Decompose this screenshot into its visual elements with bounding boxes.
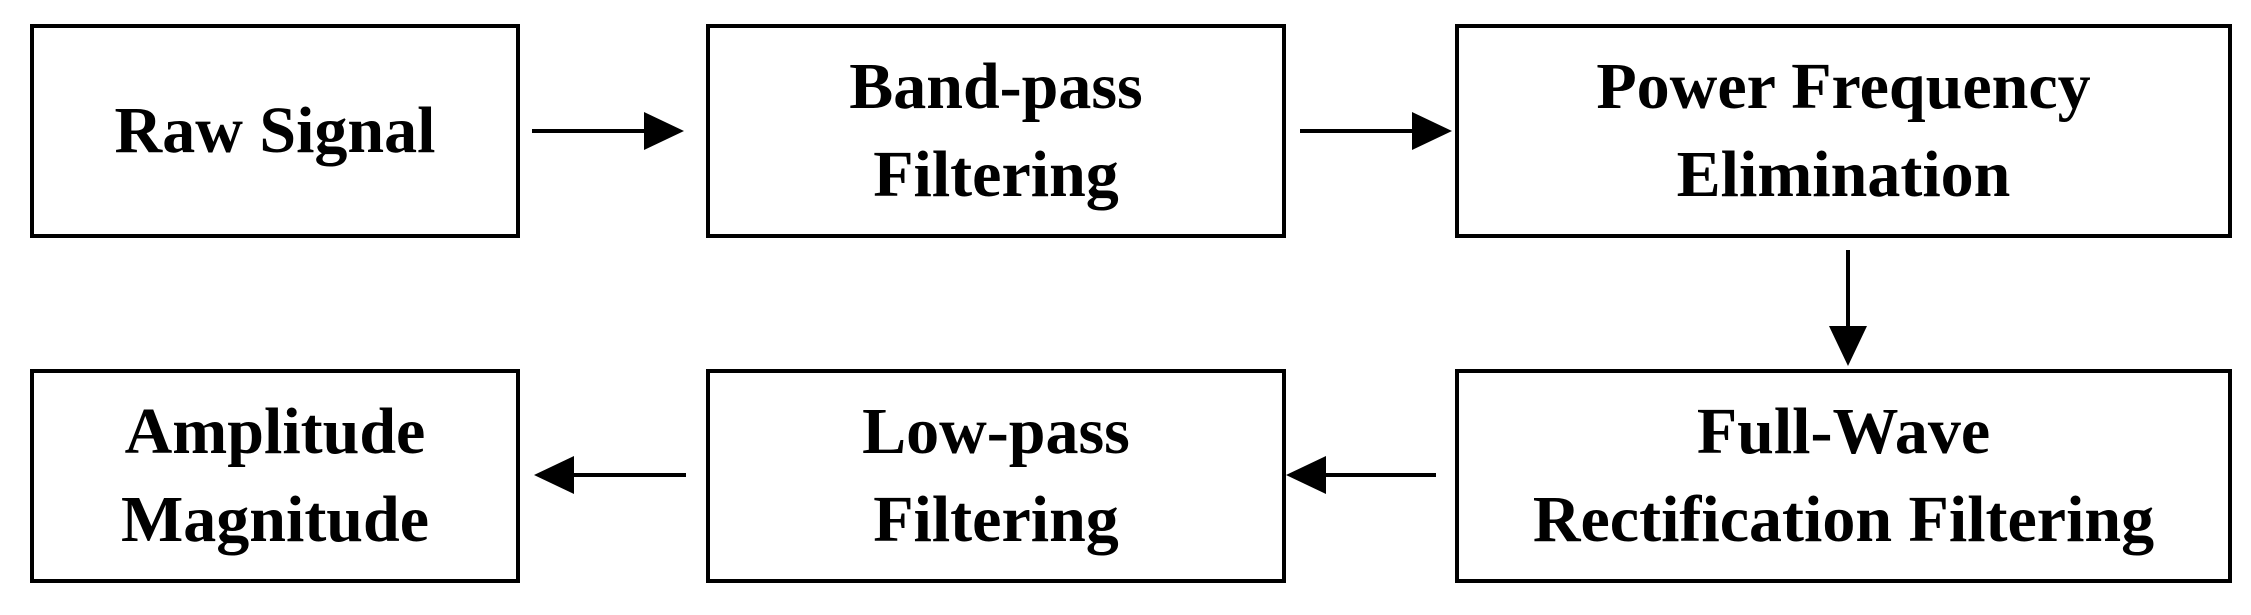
arrow-raw-to-bandpass (532, 112, 684, 150)
arrow-power-to-fullwave (1829, 250, 1867, 366)
amplitude-magnitude-box: Amplitude Magnitude (30, 369, 520, 583)
raw-signal-box: Raw Signal (30, 24, 520, 238)
bandpass-label-line2: Filtering (873, 138, 1119, 211)
power-frequency-label-line1: Power Frequency (1596, 50, 2091, 123)
arrow-bandpass-to-power (1300, 112, 1452, 150)
full-wave-label-line2: Rectification Filtering (1532, 483, 2155, 556)
arrow-fullwave-to-lowpass (1286, 456, 1436, 494)
amplitude-label-line2: Magnitude (120, 483, 430, 556)
power-frequency-label-line2: Elimination (1676, 138, 2011, 211)
amplitude-label-line1: Amplitude (124, 395, 426, 468)
lowpass-label-line2: Filtering (873, 483, 1119, 556)
raw-signal-label: Raw Signal (114, 94, 436, 167)
power-frequency-elimination-box: Power Frequency Elimination (1455, 24, 2232, 238)
lowpass-label-line1: Low-pass (862, 395, 1130, 468)
bandpass-filtering-box: Band-pass Filtering (706, 24, 1286, 238)
lowpass-filtering-box: Low-pass Filtering (706, 369, 1286, 583)
bandpass-label-line1: Band-pass (849, 50, 1143, 123)
arrow-lowpass-to-amplitude (534, 456, 686, 494)
full-wave-rectification-box: Full-Wave Rectification Filtering (1455, 369, 2232, 583)
full-wave-label-line1: Full-Wave (1696, 395, 1991, 468)
